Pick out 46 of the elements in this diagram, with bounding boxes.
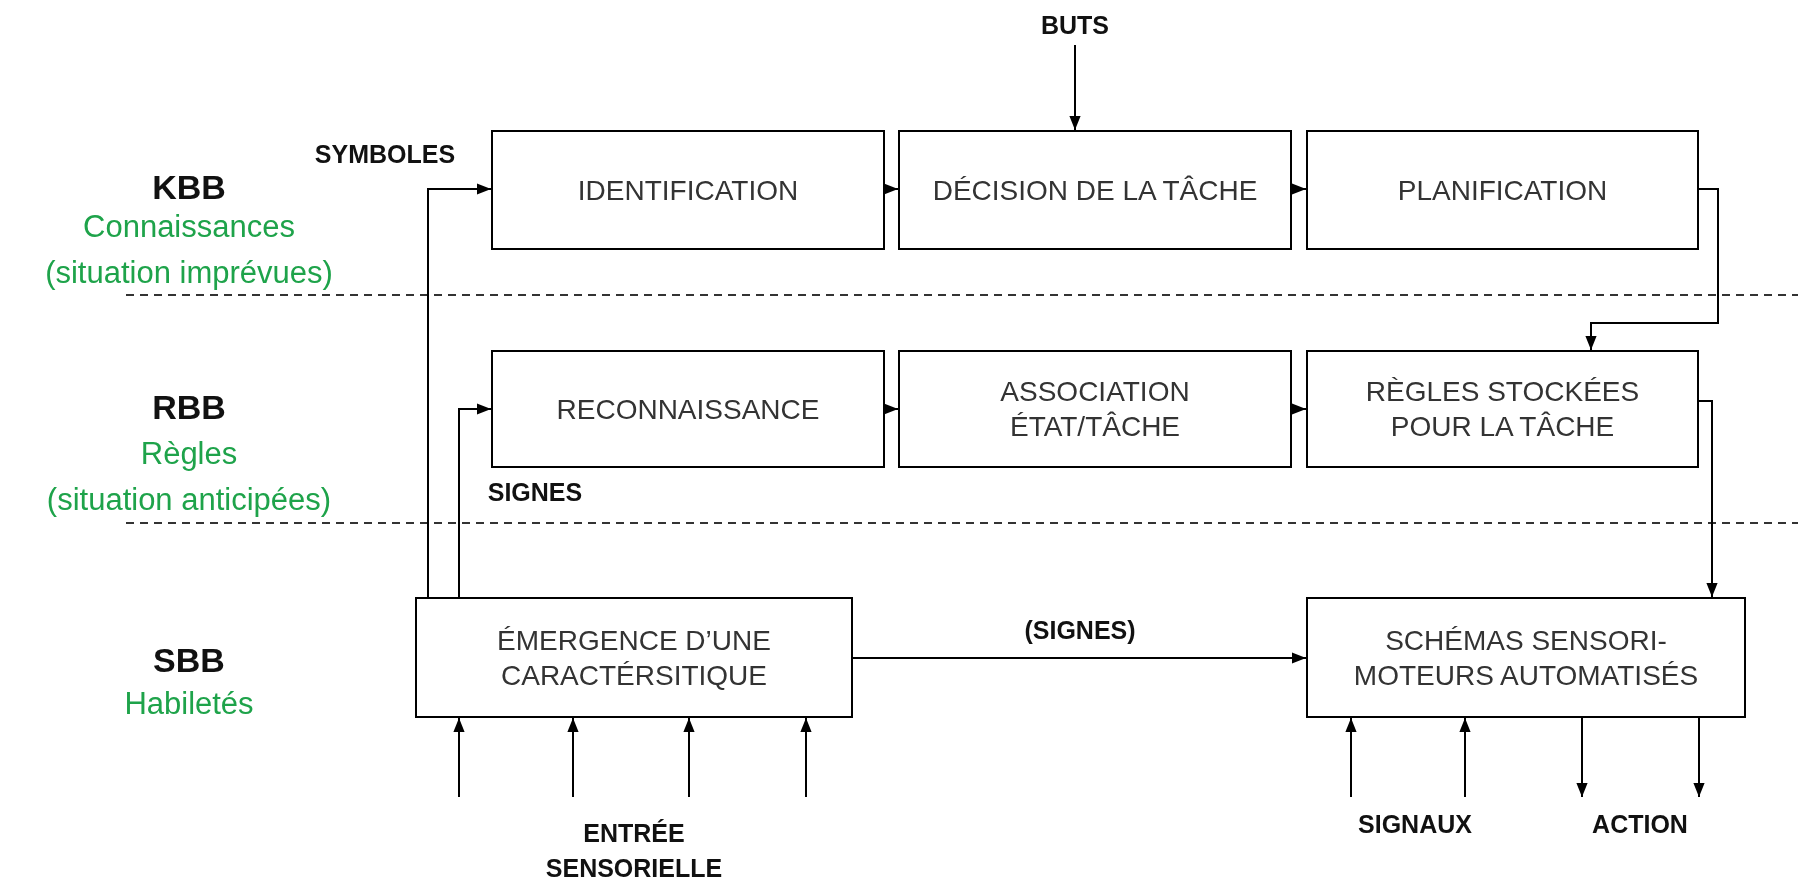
process-box [1306,597,1746,718]
process-box [1306,350,1699,468]
level-code: KBB [152,168,226,206]
arrow [1585,188,1719,351]
process-box [898,350,1292,468]
process-box [491,130,885,250]
arrow [800,717,812,798]
arrow [458,403,492,598]
arrow [852,652,1307,664]
level-code: SBB [153,641,225,679]
box-text: DÉCISION DE LA TÂCHE [932,173,1258,208]
box-text: IDENTIFICATION [577,173,799,208]
level-description: (situation imprévues) [45,255,333,290]
input-label: ENTRÉE SENSORIELLE [544,818,724,884]
arrow [1576,717,1588,798]
level-code: RBB [152,388,226,426]
arrow [1693,717,1705,798]
output-label: ACTION [1565,797,1715,851]
arrow [453,717,465,798]
arrow [1291,183,1307,195]
arrow [567,717,579,798]
arrow [1291,403,1307,415]
arrow [683,717,695,798]
input-label: BUTS [1015,5,1135,45]
arrow [1345,717,1357,798]
arrow [427,183,492,598]
arrow [884,183,899,195]
arrow [1459,717,1471,798]
box-text: RECONNAISSANCE [556,392,820,427]
box-text: ÉMERGENCE D’UNE CARACTÉRSITIQUE [496,623,772,693]
level-description: (situation anticipées) [46,482,332,517]
input-label: SIGNAUX [1335,797,1495,851]
level-description: Connaissances [83,209,295,244]
arrow [1069,44,1081,131]
level-description: Règles [140,436,238,471]
box-text: SCHÉMAS SENSORI-MOTEURS AUTOMATISÉS [1352,623,1700,693]
arrow [1698,400,1718,598]
level-description: Habiletés [124,686,254,721]
process-box [491,350,885,468]
box-text: ASSOCIATION ÉTAT/TÂCHE [999,375,1191,444]
box-text: RÈGLES STOCKÉES POUR LA TÂCHE [1364,375,1641,444]
process-box [1306,130,1699,250]
arrow [884,403,899,415]
process-box [898,130,1292,250]
process-box [415,597,853,718]
box-text: PLANIFICATION [1397,173,1608,208]
